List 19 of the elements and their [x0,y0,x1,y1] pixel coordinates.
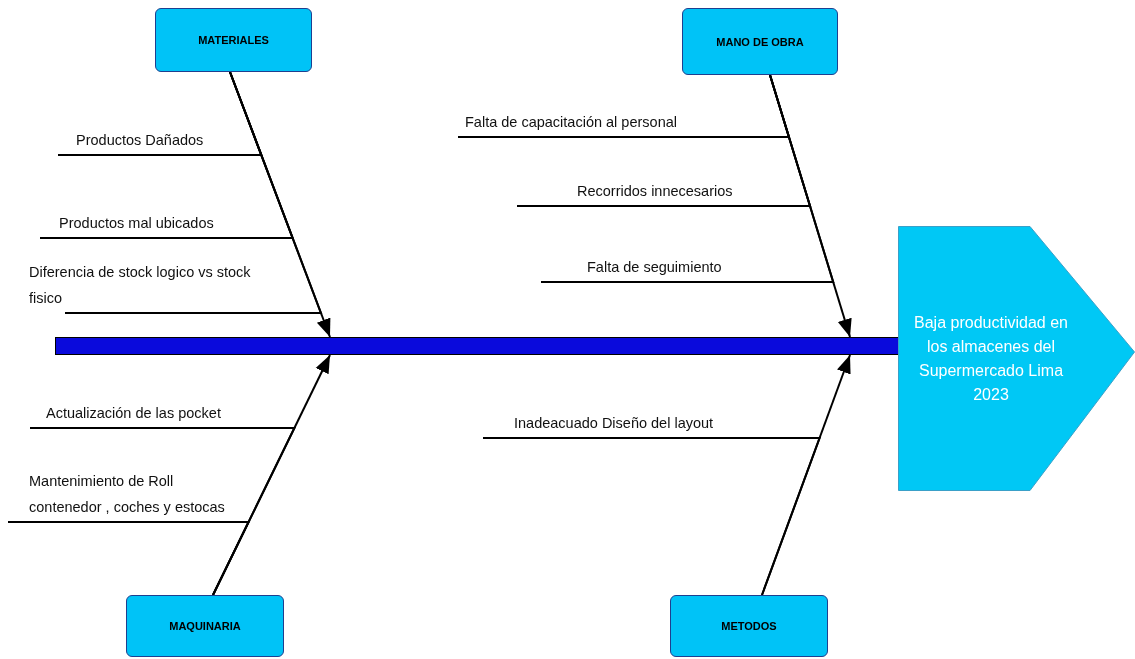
cause-text: Mantenimiento de Roll contenedor , coches y estocas [8,456,246,522]
cause-text: Falta de capacitación al personal [458,109,768,137]
branch-line [64,71,323,314]
category-box: MATERIALES [155,8,312,72]
cause-text: Productos mal ubicados [40,212,290,238]
category-box: METODOS [670,595,828,657]
cause-text: Diferencia de stock logico vs stock fisico [27,259,287,313]
branch-line [540,74,835,283]
category-box: MANO DE OBRA [682,8,838,75]
category-box: MAQUINARIA [126,595,284,657]
branch-line [7,521,251,596]
cause-text: Actualización de las pocket [30,388,290,428]
cause-text: Productos Dañados [58,129,253,155]
branch-line [482,437,822,596]
effect-pentagon: Baja productividad en los almacenes del Supermercado Lima 2023 [898,226,1135,491]
cause-text: Inadeacuado Diseño del layout [483,398,803,438]
cause-text: Falta de seguimiento [541,249,801,282]
spine-bar [55,337,900,355]
cause-text: Recorridos innecesarios [517,179,797,206]
